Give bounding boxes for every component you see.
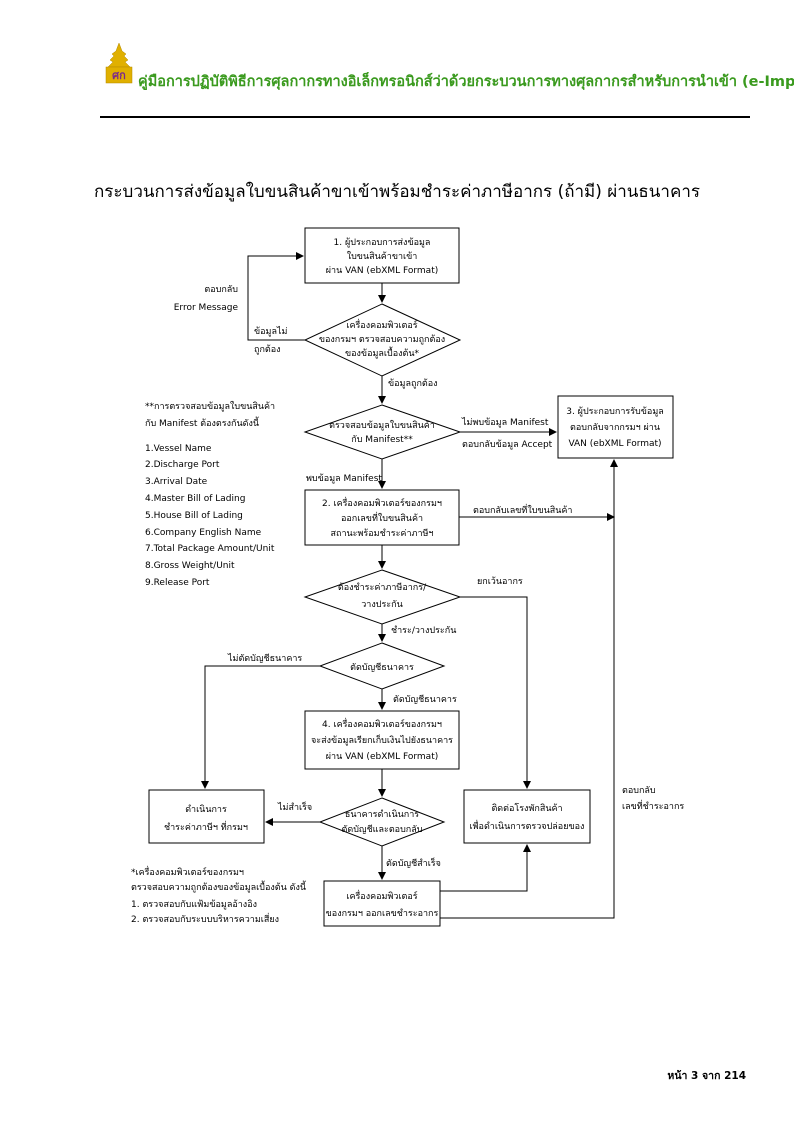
manifest-note-heading: กับ Manifest ต้องตรงกันดังนี้ [145, 418, 260, 429]
manifest-note-heading: **การตรวจสอบข้อมูลใบขนสินค้า [145, 402, 276, 412]
dec1-line: ของข้อมูลเบื้องต้น* [345, 346, 420, 359]
box5-line: เครื่องคอมพิวเตอร์ [346, 889, 417, 902]
reply-error-label: ตอบกลับ [204, 285, 238, 295]
manifest-note-item: 5.House Bill of Lading [145, 510, 243, 521]
failed-label: ไม่สำเร็จ [277, 800, 312, 813]
check-note: *เครื่องคอมพิวเตอร์ของกรมฯ ตรวจสอบความถู… [131, 866, 306, 928]
box1-line: ใบขนสินค้าขาเข้า [347, 251, 418, 262]
manifest-note-item: 9.Release Port [145, 577, 210, 588]
manifest-note-item: 6.Company English Name [145, 527, 262, 538]
data-incorrect-label: ข้อมูลไม่ [254, 326, 288, 337]
page-title: กระบวนการส่งข้อมูลใบขนสินค้าขาเข้าพร้อมช… [94, 182, 700, 202]
decision2-manifest-check [303, 404, 462, 460]
check-note-line: ตรวจสอบความถูกต้องของข้อมูลเบื้องต้น ดัง… [131, 883, 307, 893]
manifest-note: **การตรวจสอบข้อมูลใบขนสินค้า กับ Manifes… [145, 399, 275, 592]
box2-line: 2. เครื่องคอมพิวเตอร์ของกรมฯ [322, 496, 442, 509]
manifest-found-label: พบข้อมูล Manifest [306, 473, 382, 484]
customs-logo: ศก [105, 42, 133, 84]
dec4-text: ตัดบัญชีธนาคาร [350, 662, 414, 673]
manifest-note-item: 3.Arrival Date [145, 477, 208, 488]
box3-line: ตอบกลับจากกรมฯ ผ่าน [570, 423, 660, 433]
box2-line: สถานะพร้อมชำระค่าภาษีฯ [331, 528, 434, 539]
check-note-line: 2. ตรวจสอบกับระบบบริหารความเสี่ยง [131, 915, 279, 925]
dec1-line: ของกรมฯ ตรวจสอบความถูกต้อง [319, 334, 445, 345]
box-contact-warehouse [463, 789, 591, 844]
box1-line: ผ่าน VAN (ebXML Format) [326, 266, 438, 276]
manifest-note-item: 7.Total Package Amount/Unit [145, 544, 275, 555]
no-bank-debit-label: ไม่ตัดบัญชีธนาคาร [227, 653, 302, 664]
data-incorrect-label: ถูกต้อง [254, 344, 281, 355]
manifest-not-found-label: ตอบกลับข้อมูล Accept [462, 439, 553, 450]
dec3-line: วางประกัน [361, 600, 402, 610]
box5-line: ของกรมฯ ออกเลขชำระอากร [326, 908, 439, 919]
reply-error-label: Error Message [174, 303, 239, 313]
dec5-line: ตัดบัญชีและตอบกลับ [342, 824, 423, 835]
svg-text:ศก: ศก [112, 69, 126, 82]
dec5-line: ธนาคารดำเนินการ [345, 809, 419, 820]
box4-line: จะส่งข้อมูลเรียกเก็บเงินไปยังธนาคาร [311, 733, 453, 746]
manifest-note-item: 4.Master Bill of Lading [145, 493, 246, 504]
pay-guarantee-label: ชำระ/วางประกัน [391, 625, 456, 636]
box-pay-at-customs [148, 789, 265, 844]
dec1-line: เครื่องคอมพิวเตอร์ [346, 318, 417, 331]
debit-success-label: ตัดบัญชีสำเร็จ [386, 856, 441, 869]
header-divider [100, 116, 750, 118]
reply-receipt-label: ตอบกลับ [622, 786, 656, 796]
reply-receipt-label: เลขที่ชำระอากร [622, 799, 684, 812]
check-note-line: 1. ตรวจสอบกับแฟ้มข้อมูลอ้างอิง [131, 900, 257, 910]
box-warehouse-line: ติดต่อโรงพักสินค้า [491, 803, 562, 814]
reply-decl-no-label: ตอบกลับเลขที่ใบขนสินค้า [473, 503, 572, 516]
box-pay-line: ดำเนินการ [185, 804, 227, 815]
dec2-line: ตรวจสอบข้อมูลใบขนสินค้า [329, 420, 435, 431]
page-number: หน้า 3 จาก 214 [667, 1070, 746, 1082]
box3-line: VAN (ebXML Format) [568, 439, 661, 449]
box2-line: ออกเลขที่ใบขนสินค้า [341, 511, 423, 524]
box-warehouse-line: เพื่อดำเนินการตรวจปล่อยของ [470, 819, 585, 832]
dec2-line: กับ Manifest** [351, 435, 413, 445]
box-pay-line: ชำระค่าภาษีฯ ที่กรมฯ [164, 820, 248, 833]
manifest-not-found-label: ไม่พบข้อมูล Manifest [461, 417, 549, 428]
decision3-duty-payable [303, 569, 462, 625]
exempt-label: ยกเว้นอากร [477, 576, 523, 587]
header-title: คู่มือการปฏิบัติพิธีการศุลกากรทางอิเล็กท… [138, 74, 794, 90]
box4-line: 4. เครื่องคอมพิวเตอร์ของกรมฯ [322, 717, 442, 730]
manifest-note-item: 1.Vessel Name [145, 443, 212, 454]
dec3-line: ต้องชำระค่าภาษีอากร/ [338, 582, 427, 593]
bank-debit-label: ตัดบัญชีธนาคาร [393, 694, 457, 705]
box5-issue-receipt [323, 880, 441, 927]
manifest-note-item: 2.Discharge Port [145, 460, 220, 471]
box1-line: 1. ผู้ประกอบการส่งข้อมูล [334, 237, 431, 248]
check-note-line: *เครื่องคอมพิวเตอร์ของกรมฯ [131, 868, 244, 878]
box3-line: 3. ผู้ประกอบการรับข้อมูล [566, 406, 664, 417]
box4-line: ผ่าน VAN (ebXML Format) [326, 752, 438, 762]
decision5-bank-result [318, 797, 446, 847]
data-correct-label: ข้อมูลถูกต้อง [388, 378, 438, 389]
box3-receive-reply [557, 395, 674, 459]
manifest-note-item: 8.Gross Weight/Unit [145, 561, 235, 572]
